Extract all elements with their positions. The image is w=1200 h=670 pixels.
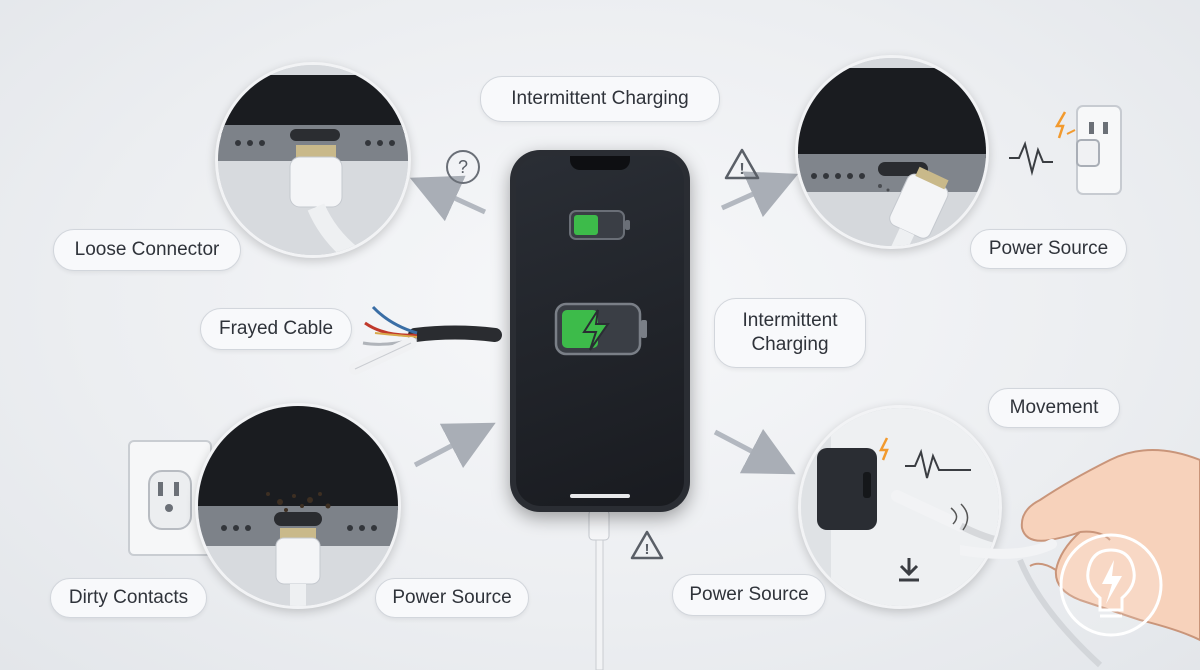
hand-illustration bbox=[960, 449, 1200, 668]
battery-partial-icon bbox=[569, 210, 630, 240]
label-power-source-bottom-left: Power Source bbox=[375, 578, 529, 618]
svg-text:!: ! bbox=[739, 161, 744, 178]
label-movement: Movement bbox=[988, 388, 1120, 428]
warning-icon: ! bbox=[724, 148, 760, 180]
phone-notch bbox=[570, 156, 630, 170]
frayed-cable-illustration bbox=[349, 305, 502, 375]
home-indicator bbox=[570, 494, 630, 498]
arrow-from-dirty-contacts bbox=[413, 422, 496, 469]
label-frayed-cable: Frayed Cable bbox=[200, 308, 352, 350]
svg-text:!: ! bbox=[645, 541, 650, 558]
question-icon: ? bbox=[446, 150, 480, 184]
phone-cable bbox=[595, 539, 604, 670]
charging-bolt-icon bbox=[582, 309, 610, 351]
arrow-to-power-source-top bbox=[720, 171, 799, 218]
label-dirty-contacts: Dirty Contacts bbox=[50, 578, 207, 618]
label-power-source-top-right: Power Source bbox=[970, 229, 1127, 269]
brand-logo-icon bbox=[1059, 533, 1163, 637]
label-power-source-bottom-mid: Power Source bbox=[672, 574, 826, 616]
label-intermittent-charging-top: Intermittent Charging bbox=[480, 76, 720, 122]
phone bbox=[510, 150, 690, 512]
power-source-top-illustration bbox=[795, 55, 989, 249]
loose-connector-illustration bbox=[215, 62, 411, 258]
outlet-spark-illustration bbox=[1009, 105, 1122, 195]
battery-charging-icon bbox=[554, 302, 647, 356]
label-loose-connector: Loose Connector bbox=[53, 229, 241, 271]
arrow-to-movement bbox=[713, 428, 796, 475]
dirty-contacts-illustration bbox=[195, 403, 401, 609]
label-intermittent-charging-mid: Intermittent Charging bbox=[714, 298, 866, 368]
phone-cable-plug bbox=[588, 509, 610, 541]
arrow-to-loose-connector bbox=[409, 175, 487, 222]
warning-icon-bottom: ! bbox=[630, 530, 664, 560]
question-glyph: ? bbox=[457, 156, 468, 177]
